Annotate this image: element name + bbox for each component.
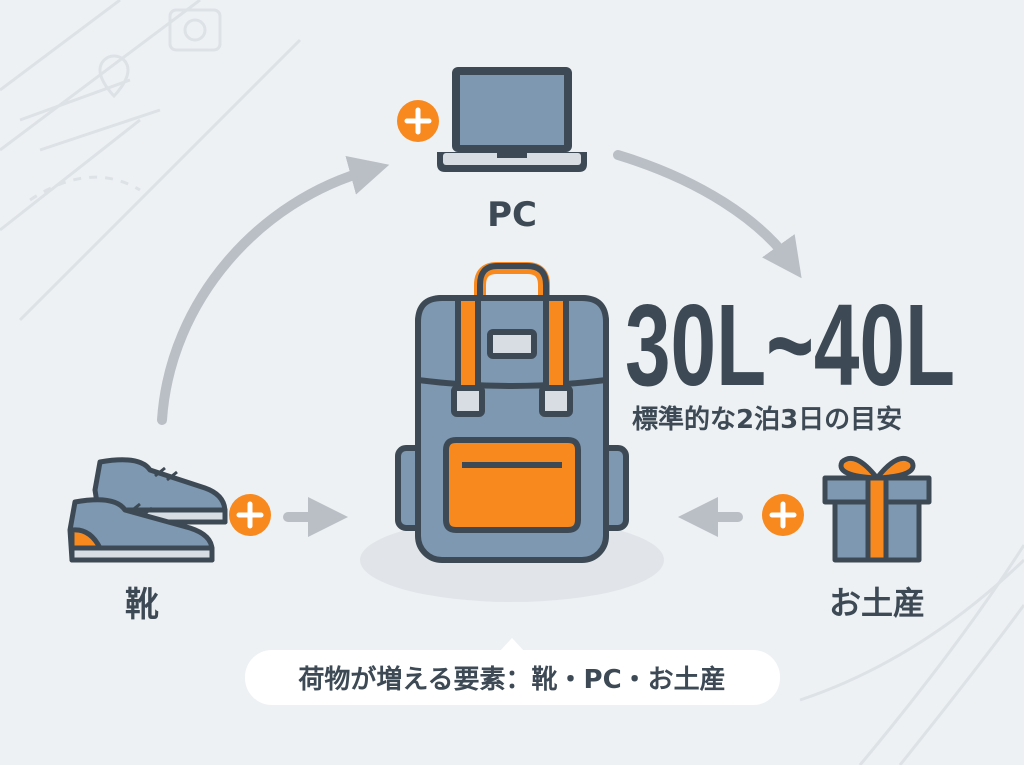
arrow-shoes-to-pc	[157, 155, 390, 425]
backpack-icon	[395, 262, 629, 563]
laptop-icon	[437, 67, 587, 172]
pc-label: PC	[487, 195, 537, 235]
footer-callout: 荷物が増える要素：靴・PC・お土産	[245, 638, 780, 705]
gift-icon	[822, 456, 932, 563]
plus-icon-shoes	[229, 494, 271, 536]
shoes-icon	[67, 457, 228, 563]
footer-text: 荷物が増える要素：靴・PC・お土産	[298, 664, 725, 695]
souvenir-label: お土産	[829, 584, 925, 622]
arrow-pc-to-capacity	[613, 150, 802, 279]
plus-icon-gift	[762, 494, 804, 536]
shoes-label: 靴	[125, 585, 159, 625]
plus-icon-pc	[397, 100, 439, 142]
capacity-range: 30L~40L	[625, 280, 955, 410]
capacity-caption: 標準的な2泊3日の目安	[632, 404, 902, 435]
